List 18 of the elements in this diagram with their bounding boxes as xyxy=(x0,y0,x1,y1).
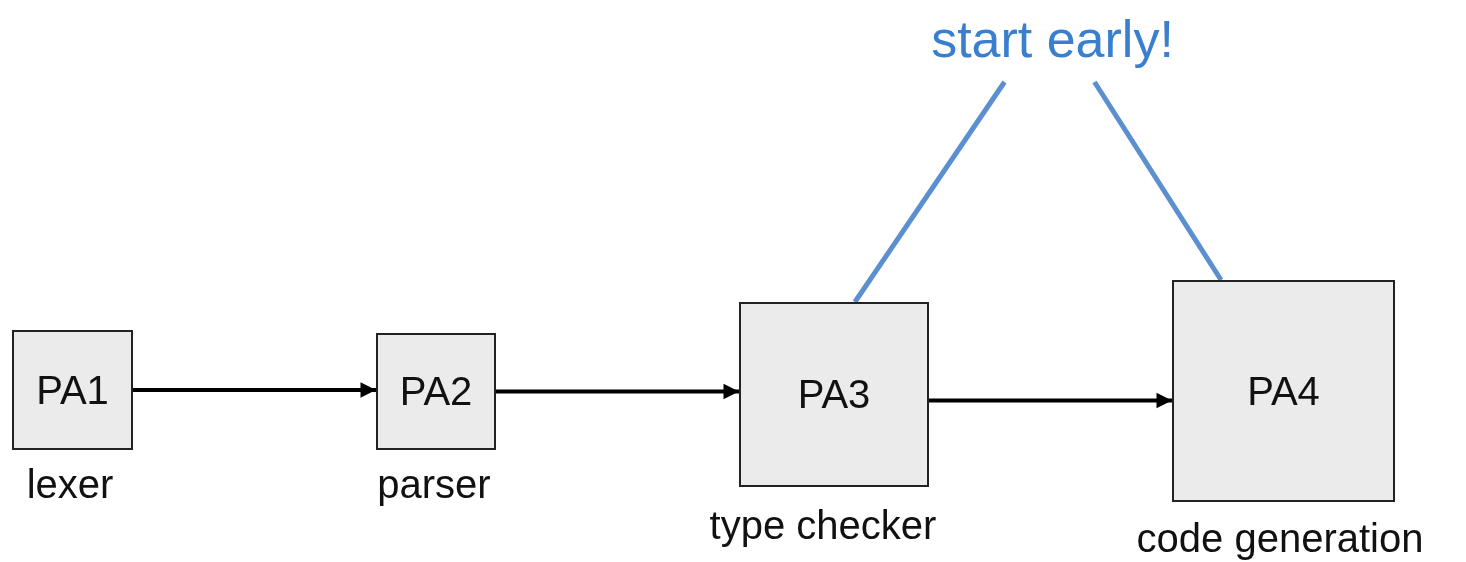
stage-caption: lexer xyxy=(26,462,114,507)
box-label: PA2 xyxy=(399,369,473,414)
leader-line xyxy=(1092,80,1224,282)
process-box xyxy=(739,302,929,487)
stage-caption: parser xyxy=(377,462,491,507)
box-label: PA4 xyxy=(1247,368,1320,414)
arrow xyxy=(133,382,376,398)
arrow xyxy=(496,383,739,400)
leader-line xyxy=(852,80,1007,304)
process-box xyxy=(1172,280,1395,502)
callout-text: start early! xyxy=(931,9,1174,69)
process-box xyxy=(12,330,133,450)
stage-caption: code generation xyxy=(1136,516,1424,561)
process-box xyxy=(376,333,496,450)
box-label: PA1 xyxy=(36,367,109,413)
arrow xyxy=(929,392,1172,409)
box-label: PA3 xyxy=(797,372,871,417)
stage-caption: type checker xyxy=(709,503,937,548)
